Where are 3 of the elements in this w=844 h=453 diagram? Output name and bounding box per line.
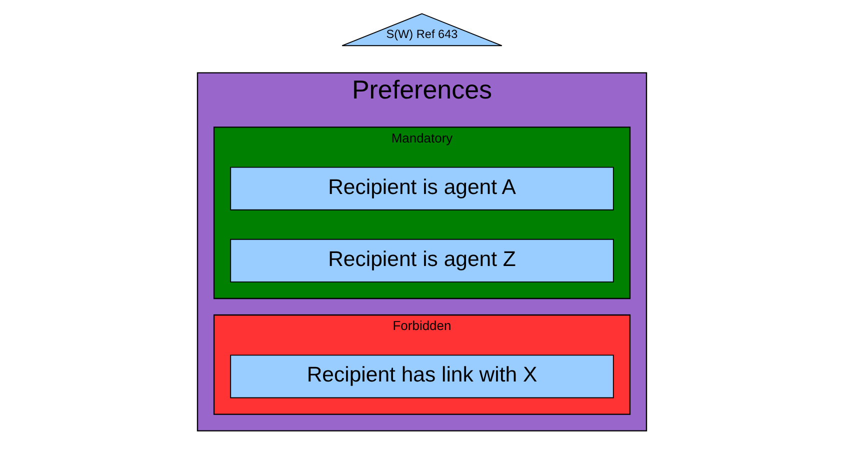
node-box: Recipient is agent A [230,166,614,210]
node-box: Recipient is agent Z [230,238,614,282]
node-box: Recipient has link with X [230,354,614,398]
